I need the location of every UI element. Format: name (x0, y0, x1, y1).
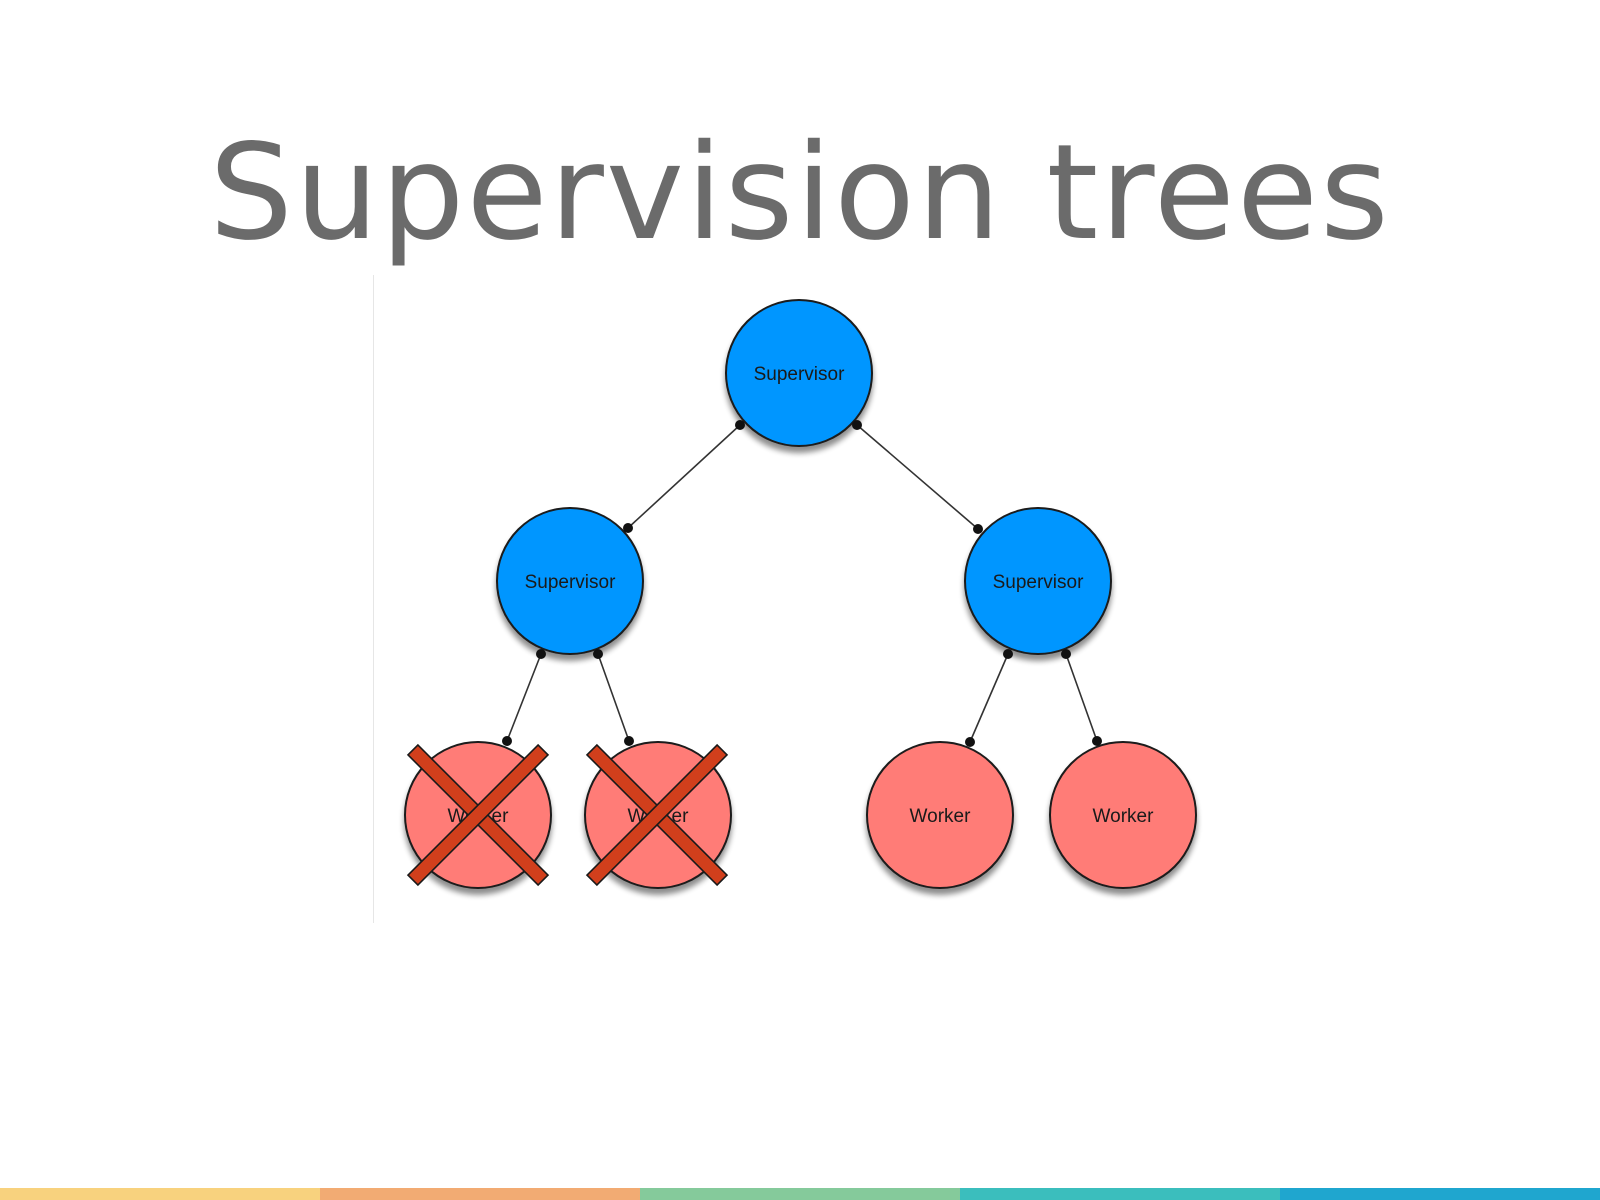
node-left-supervisor: Supervisor (496, 507, 644, 655)
connector-dot (735, 420, 745, 430)
node-label: Supervisor (525, 572, 616, 593)
cross-out-icon (406, 743, 550, 887)
edge-left-worker2 (597, 653, 630, 742)
color-bar-segment (1280, 1188, 1600, 1200)
node-worker-4: Worker (1049, 741, 1197, 889)
node-worker-3: Worker (866, 741, 1014, 889)
edge-root-right (856, 424, 979, 530)
connector-dot (1003, 649, 1013, 659)
edges (506, 424, 1098, 743)
connector-dot (536, 649, 546, 659)
panel-divider (373, 275, 374, 923)
color-bar-segment (320, 1188, 640, 1200)
cross-out-icon (585, 743, 729, 887)
node-label: Worker (1093, 806, 1155, 827)
node-label: Worker (910, 806, 972, 827)
color-bar-segment (640, 1188, 960, 1200)
connector-dot (502, 736, 512, 746)
connector-dot (852, 420, 862, 430)
connector-dots (502, 420, 1102, 747)
connector-dot (1061, 649, 1071, 659)
cross-mark (406, 743, 550, 887)
connector-dot (1092, 736, 1102, 746)
color-bar-segment (0, 1188, 320, 1200)
node-label: Supervisor (993, 572, 1084, 593)
connector-dot (593, 649, 603, 659)
edge-root-left (627, 424, 741, 529)
connector-dot (624, 736, 634, 746)
bottom-color-bar (0, 1188, 1600, 1200)
cross-mark (585, 743, 729, 887)
color-bar-segment (960, 1188, 1280, 1200)
connector-dot (973, 524, 983, 534)
connector-dot (623, 523, 633, 533)
supervisor-circle (725, 299, 873, 447)
node-right-supervisor: Supervisor (964, 507, 1112, 655)
worker-circle (1049, 741, 1197, 889)
slide-title: Supervision trees (209, 116, 1391, 270)
supervisor-circle (496, 507, 644, 655)
edge-right-worker4 (1065, 653, 1098, 742)
connector-dot (965, 737, 975, 747)
node-label: Supervisor (754, 364, 845, 385)
edge-right-worker3 (969, 653, 1009, 743)
edge-left-worker1 (506, 653, 542, 742)
node-root-supervisor: Supervisor (725, 299, 873, 447)
worker-circle (866, 741, 1014, 889)
supervisor-circle (964, 507, 1112, 655)
